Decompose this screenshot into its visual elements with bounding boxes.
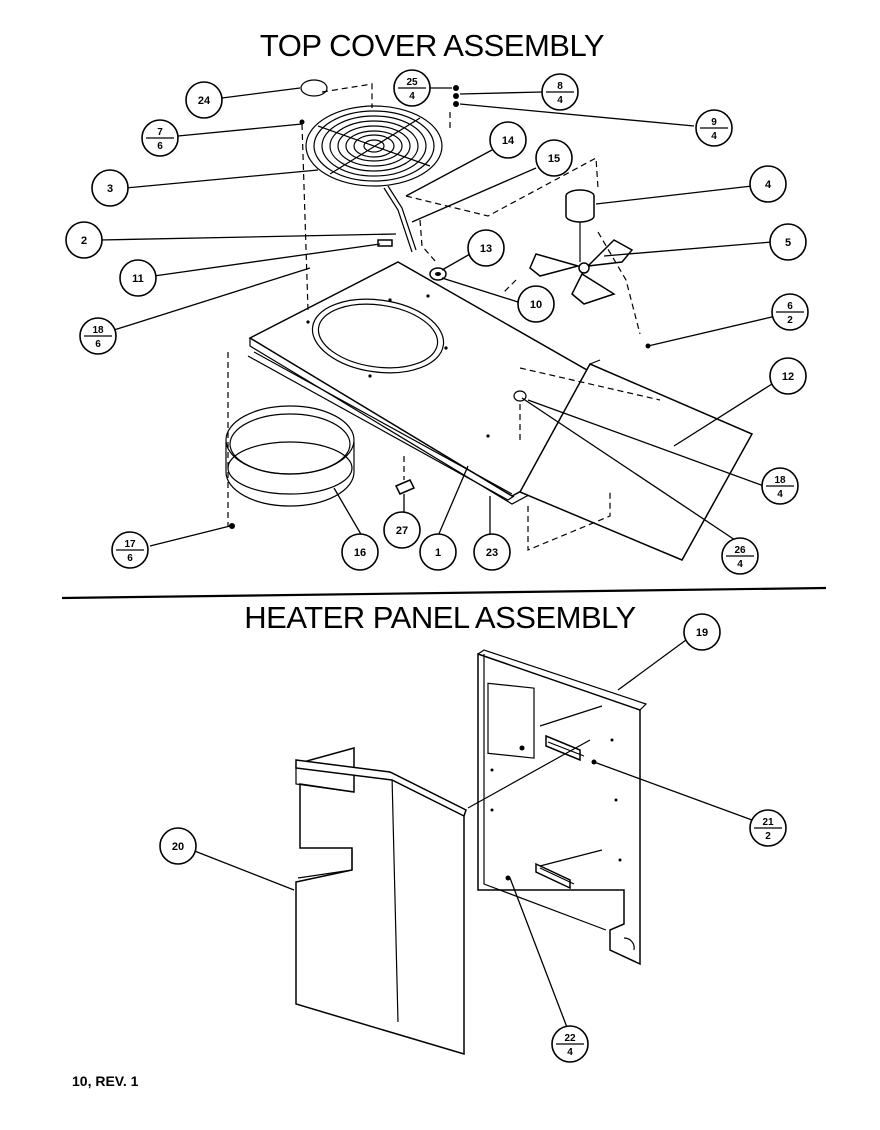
svg-text:10: 10: [530, 299, 542, 311]
callout-18-6: 186: [79, 317, 117, 355]
callout-17-6: 176: [111, 531, 149, 569]
bracket-rod: [377, 185, 417, 253]
callout-16: 16: [341, 533, 379, 571]
callout-12: 12: [769, 357, 807, 395]
grommet-part-13: [429, 267, 447, 281]
callout-11: 11: [119, 259, 157, 297]
heater-panel-part-19: [477, 649, 648, 966]
svg-text:2: 2: [765, 831, 771, 842]
svg-text:6: 6: [157, 141, 163, 152]
svg-text:24: 24: [198, 95, 211, 107]
fan-guard-part-3: [305, 105, 443, 187]
callout-2: 2: [65, 221, 103, 259]
callout-23: 23: [473, 533, 511, 571]
svg-text:27: 27: [396, 525, 408, 537]
svg-text:11: 11: [132, 273, 144, 285]
heater-alignment-line: [467, 739, 591, 809]
svg-text:22: 22: [564, 1033, 576, 1044]
svg-text:6: 6: [95, 339, 101, 350]
svg-text:23: 23: [486, 547, 498, 559]
svg-text:18: 18: [774, 475, 786, 486]
svg-text:4: 4: [737, 559, 743, 570]
svg-text:16: 16: [354, 547, 366, 559]
callout-25-4: 254: [393, 69, 431, 107]
callout-14: 14: [489, 121, 527, 159]
svg-text:3: 3: [107, 183, 113, 195]
callout-13: 13: [467, 229, 505, 267]
svg-text:25: 25: [406, 77, 418, 88]
callout-5: 5: [769, 223, 807, 261]
svg-text:5: 5: [785, 237, 791, 249]
svg-text:4: 4: [711, 131, 717, 142]
svg-text:1: 1: [435, 547, 441, 559]
svg-text:20: 20: [172, 841, 184, 853]
svg-text:12: 12: [782, 371, 794, 383]
svg-text:4: 4: [765, 179, 772, 191]
callout-20: 20: [159, 827, 197, 865]
svg-text:9: 9: [711, 117, 717, 128]
section-divider: [61, 586, 827, 600]
svg-text:26: 26: [734, 545, 746, 556]
svg-text:2: 2: [787, 315, 793, 326]
svg-text:14: 14: [502, 135, 515, 147]
filter-ring-part-16: [225, 405, 355, 507]
clip-part-27: [394, 479, 416, 495]
leader-lines: [99, 87, 777, 1031]
svg-text:4: 4: [777, 489, 783, 500]
sheet-dashed-outline: [527, 490, 611, 551]
svg-text:4: 4: [567, 1047, 573, 1058]
svg-text:4: 4: [409, 91, 415, 102]
svg-text:17: 17: [124, 539, 136, 550]
svg-text:21: 21: [762, 817, 774, 828]
ring-part-24: [300, 79, 328, 97]
callout-27: 27: [383, 511, 421, 549]
callout-21-2: 212: [749, 809, 787, 847]
callout-15: 15: [535, 139, 573, 177]
svg-text:13: 13: [480, 243, 492, 255]
callout-7-6: 76: [141, 119, 179, 157]
callout-26-4: 264: [721, 537, 759, 575]
callout-4: 4: [749, 165, 787, 203]
top-assembly-lines: [227, 83, 661, 526]
svg-text:2: 2: [81, 235, 87, 247]
hardware-dots: [229, 85, 651, 529]
heater-panel-part-20: [295, 747, 467, 1056]
svg-text:7: 7: [157, 127, 163, 138]
callout-18-4: 184: [761, 467, 799, 505]
top-cover-title: TOP COVER ASSEMBLY: [260, 28, 604, 63]
side-panel-part-12: [518, 359, 754, 561]
callout-1: 1: [419, 533, 457, 571]
revision-label: 10, REV. 1: [72, 1073, 139, 1089]
callout-9-4: 94: [695, 109, 733, 147]
callout-24: 24: [185, 81, 223, 119]
svg-text:8: 8: [557, 81, 563, 92]
callout-6-2: 62: [771, 293, 809, 331]
svg-text:4: 4: [557, 95, 563, 106]
callout-10: 10: [517, 285, 555, 323]
svg-text:18: 18: [92, 325, 104, 336]
svg-text:6: 6: [787, 301, 793, 312]
svg-text:6: 6: [127, 553, 133, 564]
callout-19: 19: [683, 613, 721, 651]
svg-text:15: 15: [548, 153, 560, 165]
callout-22-4: 224: [551, 1025, 589, 1063]
motor-part-4: [565, 189, 595, 262]
callout-8-4: 84: [541, 73, 579, 111]
heater-panel-title: HEATER PANEL ASSEMBLY: [244, 600, 636, 635]
svg-text:19: 19: [696, 627, 708, 639]
callout-3: 3: [91, 169, 129, 207]
